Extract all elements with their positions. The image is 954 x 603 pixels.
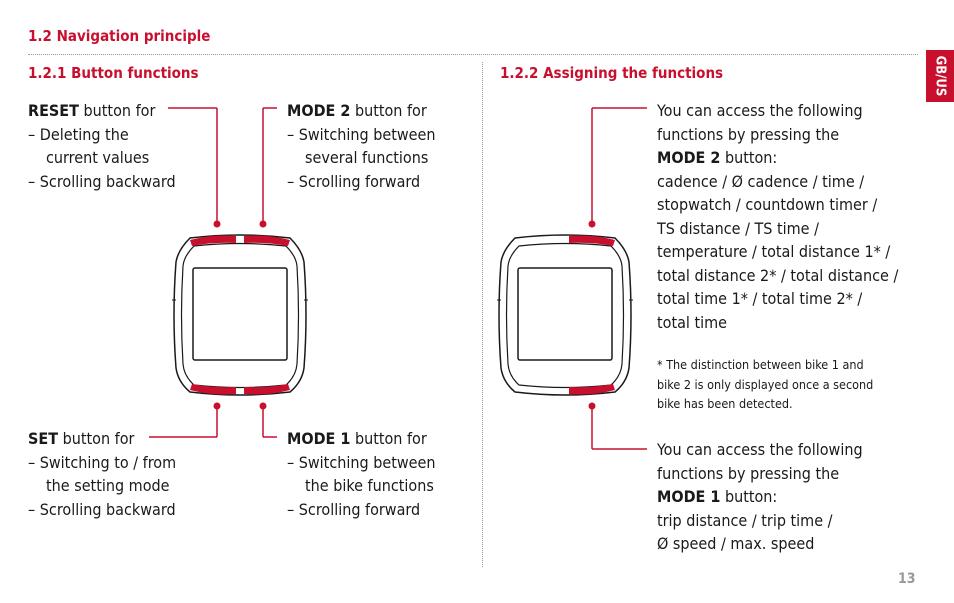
mode1-intro-1: You can access the following [657,440,863,459]
language-tab-label: GB/US [932,55,948,97]
mode2-name: MODE 2 [287,101,351,120]
mode1-functions-suffix: button: [720,487,778,506]
left-subtitle: 1.2.1 Button functions [28,64,199,82]
set-description: SET button for – Switching to / from the… [28,427,198,521]
left-device-diagram [149,107,308,438]
mode2-intro-1: You can access the following [657,101,863,120]
mode2-leader-line [259,107,277,228]
reset-suffix: button for [78,101,156,120]
mode2-line-7: total time [657,312,727,332]
mode2-functions-suffix: button: [720,148,778,167]
mode2-line-4: temperature / total distance 1* / [657,242,891,261]
reset-item-1: – Deleting the [28,124,129,144]
mode2-functions: You can access the following functions b… [657,99,927,334]
set-name: SET [28,429,59,448]
set-item-3: – Scrolling backward [28,499,176,519]
footnote-line-1: * The distinction between bike 1 and [657,357,864,372]
set-leader-line [149,402,221,438]
mode2-functions-leader [588,107,647,228]
mode1-item-2: the bike functions [305,476,434,495]
mode2-description: MODE 2 button for – Switching between se… [287,99,467,193]
footnote-line-2: bike 2 is only displayed once a second [657,376,874,392]
mode2-intro-2: functions by pressing the [657,124,840,144]
mode1-name: MODE 1 [287,429,351,448]
bike-computer-icon [172,234,308,396]
reset-item-2: current values [46,148,150,167]
right-subtitle: 1.2.2 Assigning the functions [500,64,724,82]
header-divider [28,54,918,55]
mode2-item-2: several functions [305,148,429,167]
mode1-description: MODE 1 button for – Switching between th… [287,427,467,521]
mode1-suffix: button for [350,429,427,448]
section-title: 1.2 Navigation principle [28,27,211,45]
mode2-item-3: – Scrolling forward [287,171,421,191]
right-device-diagram [497,107,647,450]
set-item-2: the setting mode [46,476,170,495]
mode1-functions-name: MODE 1 [657,487,721,506]
reset-description: RESET button for – Deleting the current … [28,99,198,193]
page-number: 13 [898,571,916,587]
mode1-leader-line [259,402,277,438]
mode2-line-6: total time 1* / total time 2* / [657,289,863,308]
footnote: * The distinction between bike 1 and bik… [657,355,927,414]
mode1-line-2: Ø speed / max. speed [657,534,815,553]
reset-item-3: – Scrolling backward [28,171,176,191]
mode2-line-3: TS distance / TS time / [657,218,819,238]
mode2-line-5: total distance 2* / total distance / [657,265,899,285]
language-tab: GB/US [926,50,954,102]
mode2-line-2: stopwatch / countdown timer / [657,195,878,214]
mode1-functions-leader [588,402,647,450]
mode2-item-1: – Switching between [287,124,436,144]
mode1-item-1: – Switching between [287,452,436,472]
mode2-line-1: cadence / Ø cadence / time / [657,171,865,191]
set-suffix: button for [58,429,135,448]
mode2-suffix: button for [350,101,427,120]
reset-leader-line [168,107,221,228]
reset-name: RESET [28,101,79,120]
mode1-line-1: trip distance / trip time / [657,510,833,530]
footnote-line-3: bike has been detected. [657,396,793,411]
mode2-functions-name: MODE 2 [657,148,721,167]
mode1-functions: You can access the following functions b… [657,438,927,556]
column-divider [482,62,483,567]
bike-computer-icon [497,234,633,396]
mode1-intro-2: functions by pressing the [657,463,840,483]
mode1-item-3: – Scrolling forward [287,499,421,519]
set-item-1: – Switching to / from [28,452,177,472]
